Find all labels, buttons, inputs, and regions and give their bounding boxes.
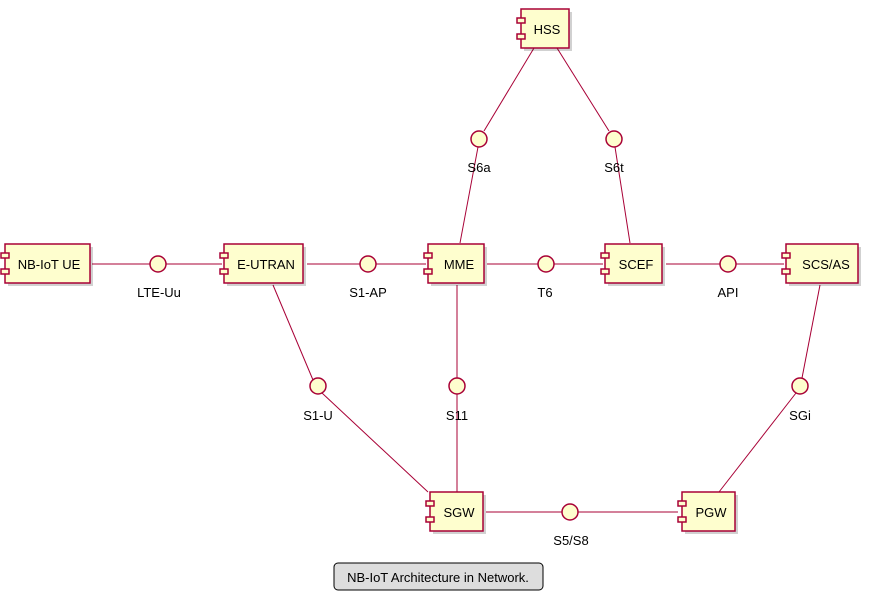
edge-hss-s6t xyxy=(556,47,610,132)
edge-s1u-sgw xyxy=(321,392,429,493)
component-scs: SCS/AS xyxy=(781,243,861,286)
edge-scs-sgi xyxy=(801,284,821,379)
label-s1-u: S1-U xyxy=(303,408,333,423)
label-s11: S11 xyxy=(446,408,468,423)
caption-text: NB-IoT Architecture in Network. xyxy=(347,570,529,585)
connections xyxy=(92,47,821,513)
interface-s5-s8-circle xyxy=(561,503,579,521)
label-s6a: S6a xyxy=(467,160,491,175)
component-scef-label: SCEF xyxy=(619,257,654,272)
label-sgi: SGi xyxy=(789,408,811,423)
interface-s11-circle xyxy=(448,377,466,395)
interface-api-circle xyxy=(719,255,737,273)
component-pgw: PGW xyxy=(677,491,738,534)
interfaces xyxy=(149,130,809,521)
interface-s1-ap-circle xyxy=(359,255,377,273)
component-pgw-label: PGW xyxy=(695,505,727,520)
component-ue-label: NB-IoT UE xyxy=(18,257,81,272)
label-api: API xyxy=(718,285,739,300)
component-mme-label: MME xyxy=(444,257,475,272)
label-s6t: S6t xyxy=(604,160,624,175)
component-ue: NB-IoT UE xyxy=(0,243,93,286)
component-scs-label: SCS/AS xyxy=(802,257,850,272)
component-mme: MME xyxy=(423,243,487,286)
interface-t6-circle xyxy=(537,255,555,273)
component-hss: HSS xyxy=(516,8,572,51)
interface-labels: LTE-Uu S1-AP T6 API S6a S6t S1-U S11 SGi… xyxy=(137,160,811,548)
interface-s1-u-circle xyxy=(309,377,327,395)
label-s1-ap: S1-AP xyxy=(349,285,387,300)
interface-s6t-circle xyxy=(605,130,623,148)
component-eutran-label: E-UTRAN xyxy=(237,257,295,272)
edge-s6t-scef xyxy=(614,146,631,244)
label-t6: T6 xyxy=(537,285,552,300)
edge-sgi-pgw xyxy=(718,392,797,493)
interface-s6a-circle xyxy=(470,130,488,148)
edge-hss-s6a xyxy=(483,47,535,132)
label-s5-s8: S5/S8 xyxy=(553,533,588,548)
interface-sgi-circle xyxy=(791,377,809,395)
component-sgw: SGW xyxy=(425,491,486,534)
component-sgw-label: SGW xyxy=(443,505,475,520)
interface-lte-uu-circle xyxy=(149,255,167,273)
label-lte-uu: LTE-Uu xyxy=(137,285,181,300)
edge-eutran-s1u xyxy=(272,284,314,381)
component-eutran: E-UTRAN xyxy=(219,243,306,286)
edge-s6a-mme xyxy=(459,146,479,244)
diagram-caption: NB-IoT Architecture in Network. xyxy=(333,562,544,591)
component-scef: SCEF xyxy=(600,243,665,286)
component-hss-label: HSS xyxy=(534,22,561,37)
